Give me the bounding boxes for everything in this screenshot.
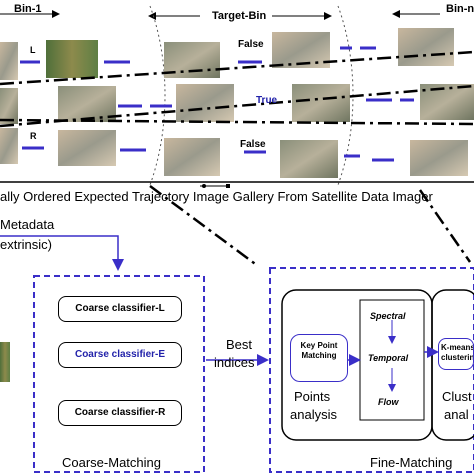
link-to-fine-left (149, 184, 259, 268)
target-value-center: True (256, 95, 278, 106)
tile-target-e-a (176, 84, 234, 122)
best-indices-line1: Best (226, 337, 253, 352)
metadata-line1: Metadata (0, 217, 55, 232)
spectral-label: Spectral (370, 311, 406, 321)
coarse-classifier-e: Coarse classifier-E (58, 342, 182, 368)
points-analysis-line2: analysis (290, 407, 337, 422)
bin1-label: Bin-1 (14, 3, 42, 15)
cluster-analysis-line1: Clust (442, 389, 472, 404)
target-value-left: False (238, 39, 264, 50)
keypoint-box: Key Point Matching (290, 334, 348, 382)
cluster-analysis-box (431, 289, 474, 441)
flow-label: Flow (378, 397, 399, 407)
best-indices-line2: indices (214, 355, 255, 370)
kmeans-box: K-means clustering (438, 338, 474, 370)
tile-binn-l (398, 28, 454, 66)
coarse-frame (33, 275, 205, 473)
row-label-right: R (30, 131, 37, 141)
cluster-analysis-line2: anal (444, 407, 469, 422)
tile-bin1-e (58, 86, 116, 122)
dash-bars (20, 46, 414, 162)
fine-matching-title: Fine-Matching (370, 455, 453, 470)
query-image (0, 342, 10, 382)
coarse-classifier-e-label: Coarse classifier-E (74, 349, 166, 360)
fine-frame (269, 267, 474, 473)
tile-bin1-r (58, 130, 116, 166)
link-to-fine-right (418, 189, 472, 263)
keypoint-label: Key Point Matching (300, 341, 338, 361)
coarse-classifier-r: Coarse classifier-R (58, 400, 182, 426)
row-label-left: L (30, 45, 36, 55)
coarse-matching-title: Coarse-Matching (62, 455, 161, 470)
temporal-label: Temporal (368, 353, 409, 363)
points-analysis-line1: Points (294, 389, 331, 404)
tile-target-l-b (272, 32, 330, 68)
tile-bin1-e-left (0, 88, 18, 124)
coarse-classifier-l-label: Coarse classifier-L (75, 303, 165, 314)
tile-target-r-b (280, 140, 338, 178)
bin-separator-1 (149, 5, 166, 186)
coarse-classifier-r-label: Coarse classifier-R (74, 407, 166, 418)
tile-target-e-b (292, 84, 350, 122)
tile-target-r-a (164, 138, 220, 176)
trajectory-lines (0, 50, 474, 128)
binn-label: Bin-n (446, 3, 474, 15)
gallery-caption: ally Ordered Expected Trajectory Image G… (0, 189, 433, 204)
coarse-classifier-l: Coarse classifier-L (58, 296, 182, 322)
tile-bin1-l-left (0, 42, 18, 80)
target-value-right: False (240, 139, 266, 150)
target-bin-label: Target-Bin (212, 10, 267, 22)
metadata-arrow (0, 235, 124, 271)
tile-bin1-r-left (0, 128, 18, 164)
tile-binn-e (420, 84, 474, 120)
tile-binn-r (410, 140, 468, 176)
metadata-line2: extrinsic) (0, 237, 53, 252)
tile-bin1-l (46, 40, 98, 78)
kmeans-label: K-means clustering (441, 343, 474, 363)
